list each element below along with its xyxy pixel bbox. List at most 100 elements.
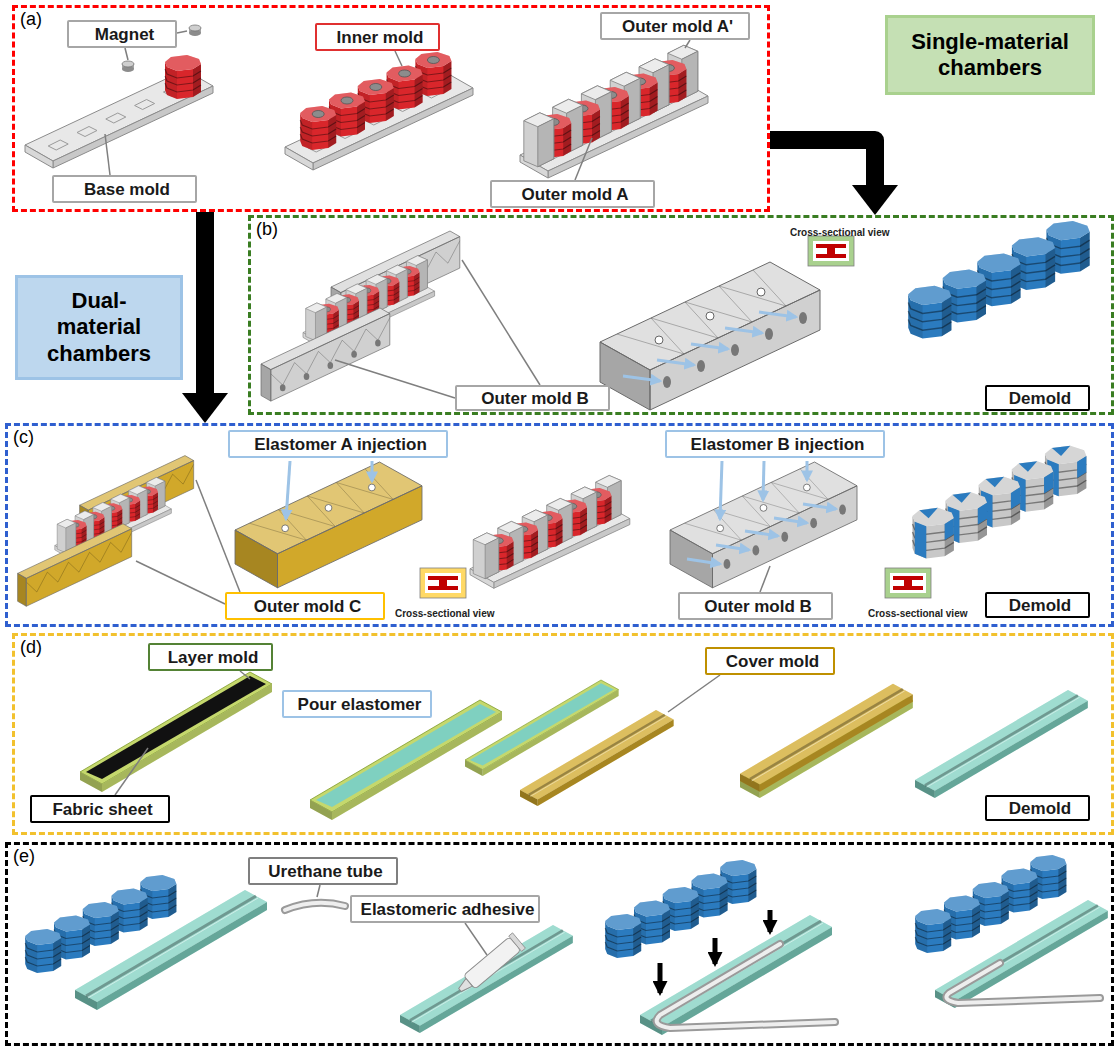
route-label-box: Single-material chambers: [885, 15, 1095, 95]
leader-lines: [395, 51, 402, 66]
closed-tray-drawing: [740, 684, 913, 798]
injection-arrows: [745, 531, 778, 536]
leader-lines: [335, 360, 455, 398]
closed-mold-c-drawing: [235, 462, 422, 588]
magnet-part: [122, 61, 134, 67]
layer-mold-drawing: [80, 672, 272, 792]
assembly-arrows: [713, 938, 718, 964]
callout-box: Layer mold: [148, 643, 273, 671]
layer-drawing: [640, 915, 832, 1035]
half-cast-drawing: [470, 475, 630, 588]
label-holder: Cross-sectional view: [868, 603, 967, 621]
tube-drawing: [657, 944, 835, 1028]
callout-box: Fabric sheet: [30, 795, 170, 823]
part-label: Outer mold C: [254, 597, 362, 617]
injection-arrows: [720, 461, 722, 519]
chamber-drawing: [605, 860, 756, 958]
assembly-arrows: [768, 910, 773, 932]
injection-arrows: [286, 461, 290, 519]
base-mold-drawing: [165, 55, 201, 99]
layer-drawing: [400, 925, 573, 1033]
view-label: Cross-sectional view: [790, 227, 889, 238]
adhesive-tube-drawing: [457, 978, 473, 993]
panel-letter: (a): [20, 9, 42, 30]
view-label: Cross-sectional view: [868, 608, 967, 619]
injection-arrows: [371, 461, 374, 481]
callout-box: Base mold: [52, 175, 197, 203]
leader-lines: [465, 923, 487, 955]
part-label: Inner mold: [337, 28, 424, 48]
layer-drawing: [915, 690, 1088, 798]
cover-mold-drawing: [520, 710, 674, 806]
leader-lines: [685, 40, 690, 48]
closed-mold-drawing: [725, 328, 762, 333]
part-label: Layer mold: [168, 648, 259, 668]
leader-lines: [105, 134, 110, 175]
assembly-arrows: [658, 963, 663, 993]
injection-arrows: [806, 461, 809, 480]
part-label: Elastomeric adhesive: [361, 900, 535, 920]
open-mold-c-drawing: [18, 456, 194, 607]
layer-drawing: [915, 690, 1088, 798]
tube-drawing: [657, 944, 835, 1028]
part-label: Outer mold B: [704, 597, 812, 617]
flow-arrow: [182, 212, 228, 423]
layer-drawing: [75, 890, 267, 1010]
tube-drawing: [946, 963, 1100, 1003]
leader-lines: [115, 748, 148, 795]
flow-arrow: [770, 140, 898, 215]
route-label-box: Dual-material chambers: [15, 275, 183, 380]
assembly-arrows: [660, 910, 770, 993]
part-label: Cover mold: [726, 652, 820, 672]
leader-lines: [575, 138, 592, 180]
leader-lines: [196, 480, 240, 592]
part-label: Outer mold B: [481, 389, 589, 409]
callout-box: Demold: [985, 795, 1090, 821]
closed-mold-drawing: [759, 312, 796, 317]
panel-frame: (c)Elastomer A injectionElastomer B inje…: [5, 423, 1114, 627]
part-label: Urethane tube: [268, 862, 382, 882]
callout-box: Outer mold B: [678, 592, 833, 620]
callout-box: Inner mold: [315, 23, 440, 51]
callout-box: Outer mold C: [225, 592, 385, 620]
label-holder: Cross-sectional view: [790, 222, 889, 240]
callout-box: Outer mold A': [600, 12, 750, 40]
cross-section-image: [885, 568, 931, 598]
closed-mold-drawing: [663, 312, 807, 388]
open-mold-c-drawing: [18, 524, 132, 606]
callout-box: Cover mold: [705, 647, 835, 675]
open-mold-drawing: [280, 340, 381, 392]
poured-tray-drawing: [316, 704, 496, 807]
part-label: Outer mold A: [521, 185, 628, 205]
arrow-head: [182, 393, 228, 423]
layer-mold-drawing: [80, 672, 272, 792]
injection-arrows: [286, 461, 836, 564]
tube-drawing: [285, 903, 345, 910]
chamber-drawing: [915, 855, 1066, 953]
leader-lines: [125, 48, 128, 60]
cross-section-image: [420, 568, 466, 598]
tube-drawing: [285, 903, 345, 910]
layer-drawing: [640, 915, 832, 1035]
open-mold-drawing: [261, 308, 390, 401]
closed-mold-drawing: [623, 312, 796, 381]
panel-letter: (d): [20, 637, 42, 658]
adhesive-tube-drawing: [463, 937, 521, 989]
open-mold-drawing: [261, 231, 460, 401]
half-cast-drawing: [470, 475, 630, 588]
callout-box: Outer mold B: [455, 385, 610, 411]
closed-mold-drawing: [600, 262, 820, 410]
injection-arrows: [803, 504, 836, 509]
layer-mold-drawing: [86, 676, 266, 779]
panel-frame: (e) Urethane tubeElastomeric adhesive: [5, 842, 1114, 1046]
callout-box: Demold: [985, 592, 1090, 618]
chamber-drawing: [908, 221, 1089, 339]
leader-lines: [760, 566, 770, 592]
panel-letter: (e): [13, 846, 35, 867]
chamber-drawing: [908, 221, 1089, 339]
arrow-shaft: [770, 140, 875, 185]
part-label: Elastomer A injection: [254, 435, 427, 455]
